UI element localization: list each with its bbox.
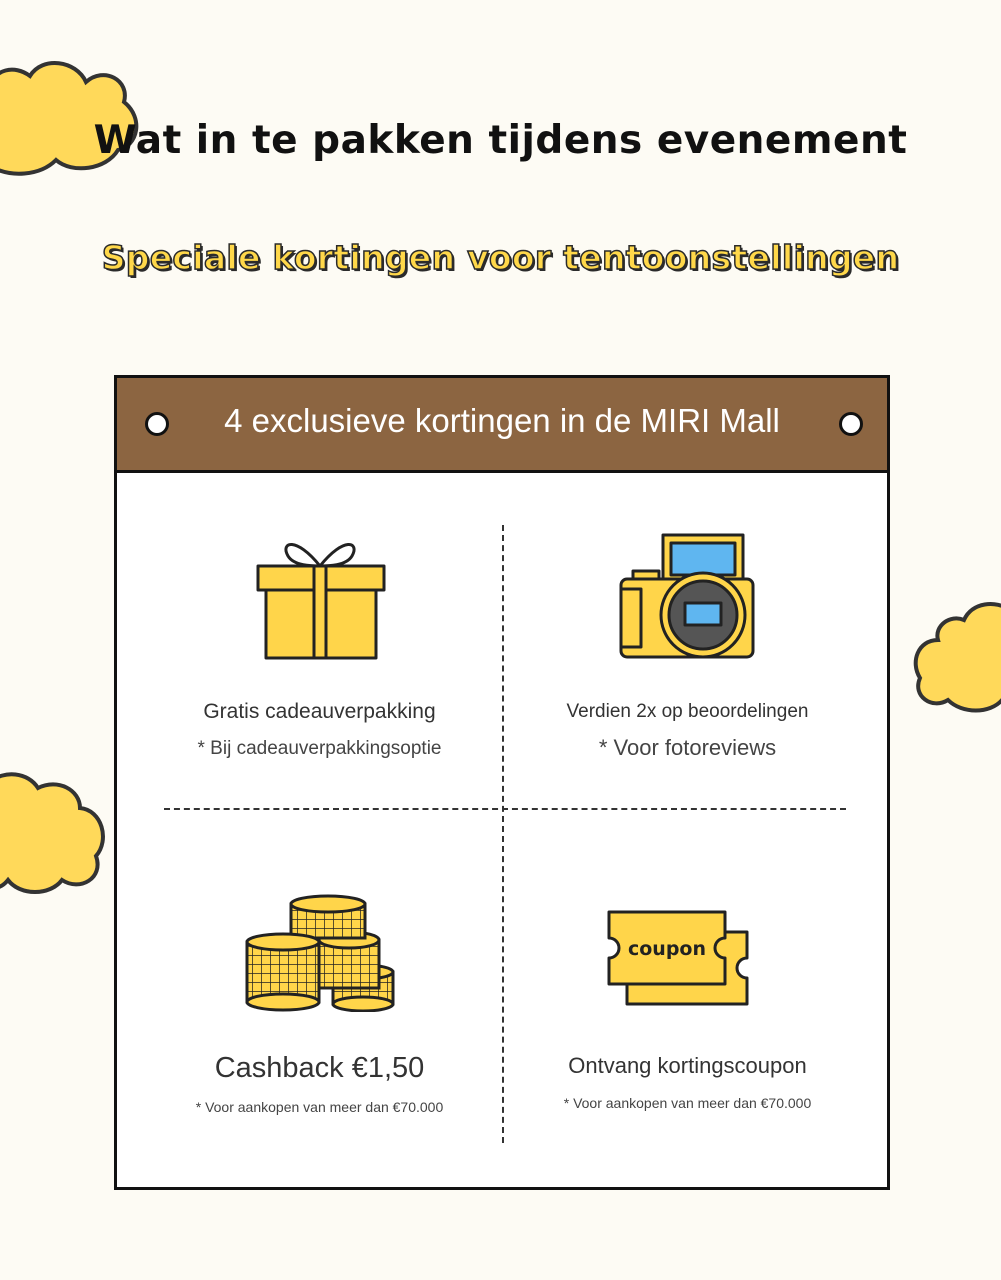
discount-card: 4 exclusieve kortingen in de MIRI Mall G…: [114, 375, 890, 1190]
page-title: Wat in te pakken tijdens evenement: [93, 118, 908, 163]
gift-icon: [256, 543, 386, 660]
coupon-item-note: * Voor aankopen van meer dan €70.000: [563, 1095, 812, 1111]
camera-item-note: * Voor fotoreviews: [598, 735, 777, 760]
cloud-top-left-icon: [0, 61, 139, 176]
gift-item-note: * Bij cadeauverpakkingsoptie: [197, 738, 442, 759]
horizontal-divider: [164, 808, 846, 810]
header-hole-left-icon: [145, 412, 169, 436]
camera-item: Verdien 2x op beoordelingen * Voor fotor…: [495, 701, 880, 761]
coupon-icon-text: coupon: [628, 938, 706, 960]
camera-item-title: Verdien 2x op beoordelingen: [566, 701, 809, 722]
coupon-item: Ontvang kortingscoupon * Voor aankopen v…: [495, 1053, 880, 1111]
coins-item-title: Cashback €1,50: [214, 1052, 425, 1084]
coins-item: Cashback €1,50 * Voor aankopen van meer …: [127, 1052, 512, 1115]
header-hole-right-icon: [839, 412, 863, 436]
gift-item: Gratis cadeauverpakking * Bij cadeauverp…: [127, 700, 512, 760]
gift-item-title: Gratis cadeauverpakking: [203, 700, 436, 723]
coins-item-note: * Voor aankopen van meer dan €70.000: [195, 1099, 444, 1115]
page-subtitle: Speciale kortingen voor tentoonstellinge…: [101, 237, 900, 278]
card-header-title: 4 exclusieve kortingen in de MIRI Mall: [224, 402, 780, 439]
cloud-mid-left-icon: [0, 772, 105, 894]
camera-icon: [619, 533, 755, 659]
coins-icon: [245, 894, 395, 1012]
cloud-right-icon: [913, 602, 1001, 713]
vertical-divider: [502, 525, 504, 1143]
card-header: 4 exclusieve kortingen in de MIRI Mall: [117, 378, 887, 473]
coupon-item-title: Ontvang kortingscoupon: [568, 1053, 807, 1078]
coupon-icon: coupon: [607, 910, 749, 1006]
